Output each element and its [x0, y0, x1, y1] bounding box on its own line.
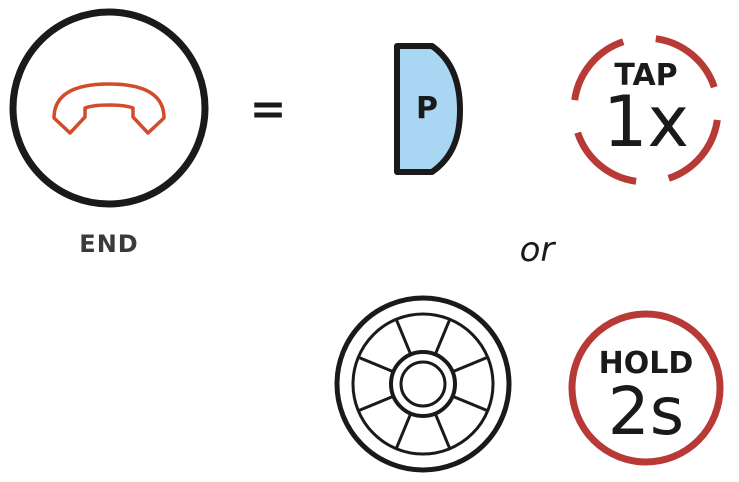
dial-spoke	[433, 412, 452, 450]
end-label: END	[79, 230, 139, 258]
or-separator: or	[519, 230, 555, 270]
dial-spoke	[451, 355, 489, 374]
tap-badge-action: TAP	[614, 58, 678, 93]
hold-badge-action: HOLD	[598, 346, 694, 381]
phone-hangup-icon	[52, 82, 166, 135]
dial-spoke	[357, 355, 395, 374]
dial-spoke	[394, 412, 413, 450]
dial-spoke	[433, 318, 452, 356]
p-button-letter: P	[416, 91, 438, 126]
dial-spoke	[394, 318, 413, 356]
equals-sign: =	[249, 84, 287, 135]
dial-spoke	[451, 394, 489, 413]
hold-badge-count: 2s	[607, 373, 685, 450]
tap-badge-count: 1x	[603, 81, 689, 163]
dial-spoke	[357, 394, 395, 413]
